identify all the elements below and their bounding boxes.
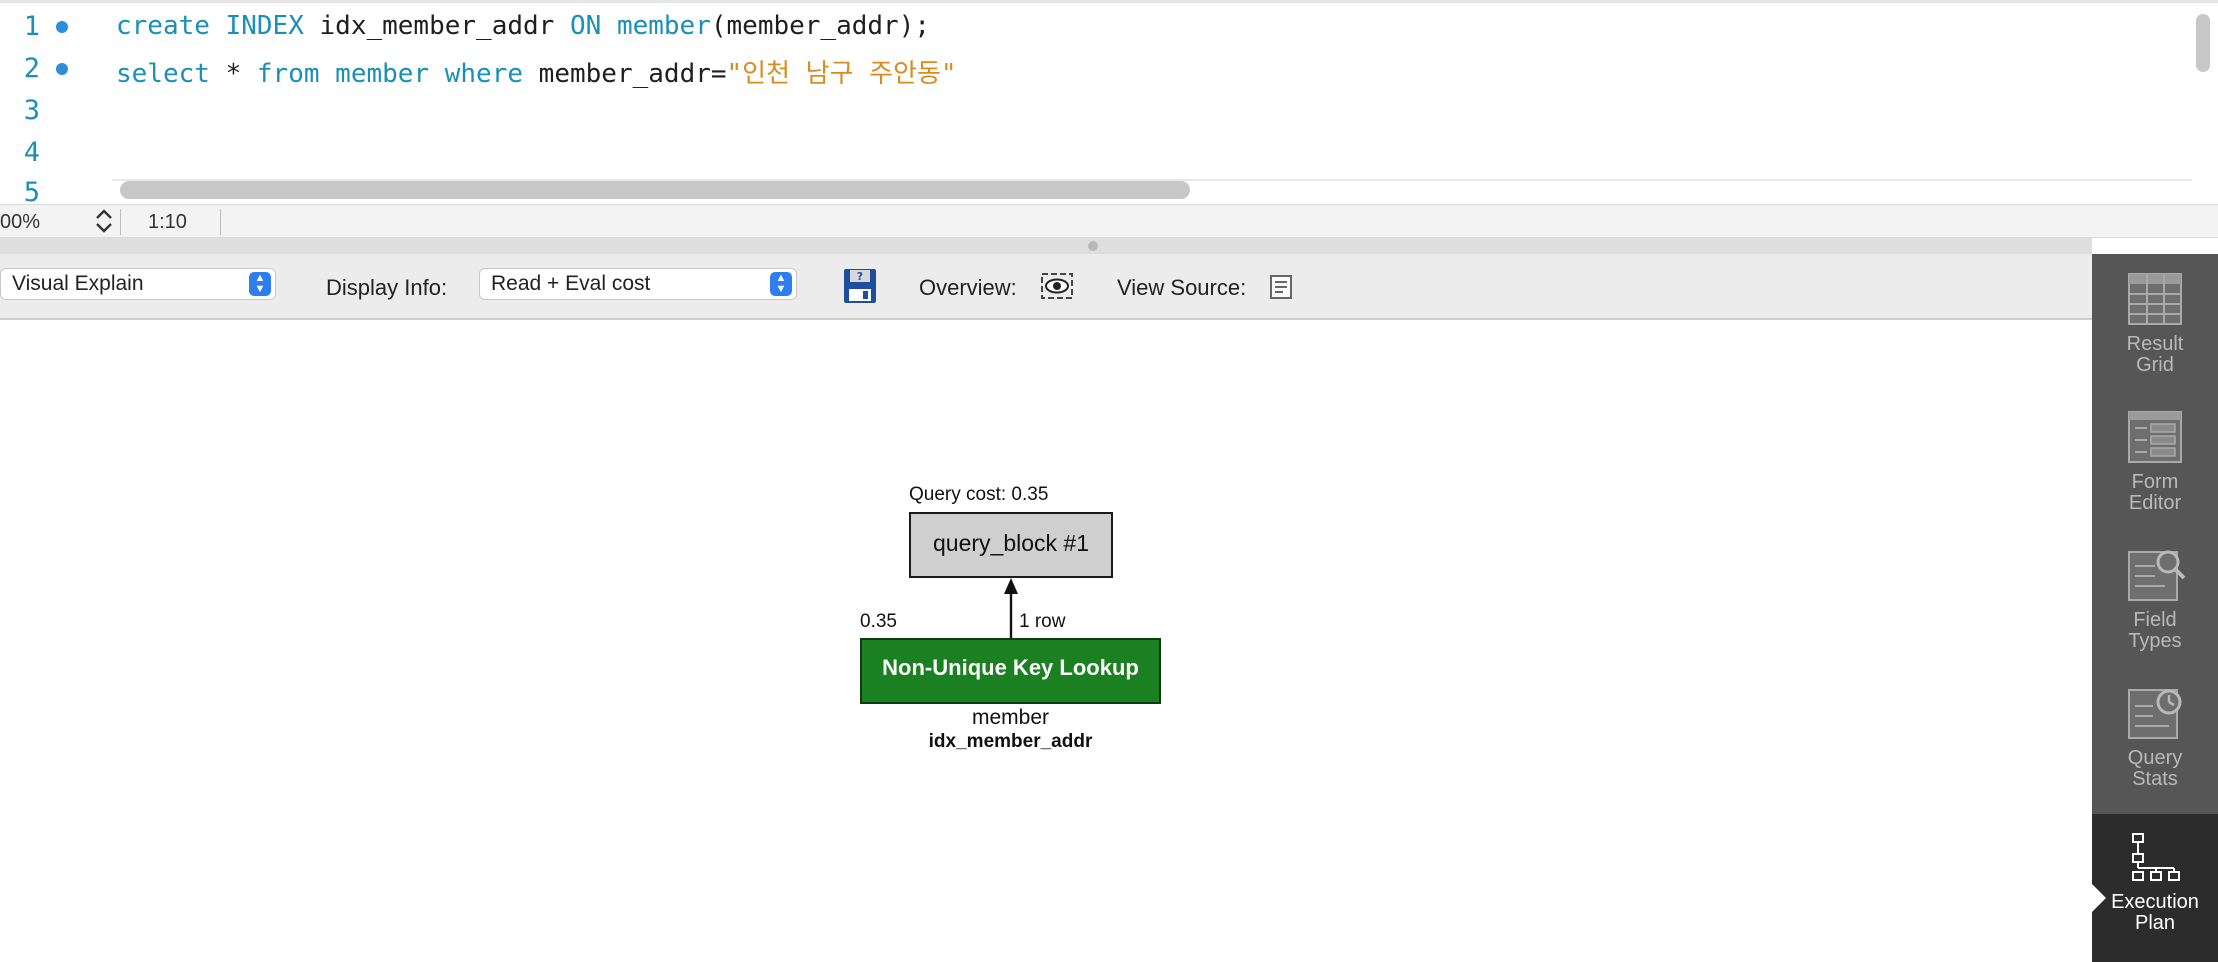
label-line: Types [2128, 630, 2182, 652]
label-line: Result [2126, 333, 2184, 355]
horizontal-scrollbar[interactable] [120, 181, 1190, 199]
statement-marker-icon[interactable] [56, 21, 68, 33]
query-block-node[interactable]: query_block #1 [909, 512, 1113, 578]
zoom-level: 00% [0, 211, 41, 233]
code-text [601, 11, 617, 41]
side-tab-execution-plan[interactable]: Execution Plan [2092, 814, 2218, 962]
explain-toolbar: Visual Explain ▲▼ Display Info: Read + E… [0, 254, 2092, 320]
editor-status-bar: 00% 1:10 [0, 204, 2218, 238]
side-tab-label: Form Editor [2092, 472, 2218, 514]
keyword: create [116, 11, 210, 41]
side-tab-label: Result Grid [2092, 334, 2218, 376]
code-line-1[interactable]: create INDEX idx_member_addr ON member(m… [116, 11, 930, 41]
keyword: INDEX [225, 11, 304, 41]
code-text [210, 11, 226, 41]
query-block-label: query_block #1 [933, 530, 1089, 556]
overview-label: Overview: [919, 275, 1017, 300]
label-line: Field [2133, 609, 2177, 631]
side-tab-form-editor[interactable]: Form Editor [2092, 392, 2218, 530]
panel-splitter[interactable] [0, 238, 2092, 254]
code-text [429, 59, 445, 89]
node-cost-label: 0.35 [860, 611, 897, 632]
side-tab-label: Query Stats [2092, 748, 2218, 790]
explain-mode-value: Visual Explain [12, 272, 144, 295]
keyword: member [335, 59, 430, 89]
line-number: 4 [23, 137, 40, 168]
line-number: 3 [23, 95, 40, 126]
keyword: ON [569, 11, 602, 41]
side-tab-query-stats[interactable]: Query Stats [2092, 668, 2218, 806]
label-line: Stats [2132, 768, 2178, 790]
svg-text:?: ? [857, 270, 863, 283]
label-line: Form [2131, 471, 2179, 493]
divider [220, 209, 221, 235]
explain-mode-select[interactable]: Visual Explain ▲▼ [0, 268, 276, 300]
display-info-select[interactable]: Read + Eval cost ▲▼ [479, 268, 797, 300]
result-grid-icon [2125, 268, 2185, 333]
keyword: from [256, 59, 320, 89]
code-text [320, 59, 336, 89]
index-name-label: idx_member_addr [928, 731, 1093, 752]
sql-editor[interactable]: 1 2 3 4 5 create INDEX idx_member_addr O… [0, 0, 2218, 208]
label-line: Plan [2134, 912, 2176, 934]
statement-marker-icon[interactable] [56, 63, 68, 75]
access-type-label: Non-Unique Key Lookup [882, 655, 1139, 680]
result-side-panel: Result Grid Form Editor [2092, 254, 2218, 962]
code-text: * [209, 59, 257, 89]
label-line: Query [2127, 747, 2183, 769]
save-icon[interactable]: ? [843, 268, 877, 309]
line-number: 2 [23, 53, 40, 84]
source-document-icon[interactable] [1269, 274, 1293, 305]
rows-label: 1 row [1019, 611, 1066, 632]
display-info-label: Display Info: [326, 275, 448, 300]
label-line: Grid [2136, 354, 2174, 376]
form-editor-icon [2125, 406, 2185, 471]
field-types-icon [2125, 544, 2187, 611]
side-tab-result-grid[interactable]: Result Grid [2092, 254, 2218, 392]
code-text: idx_member_addr [303, 11, 570, 41]
table-name-label: member [971, 706, 1050, 729]
label-line: Editor [2128, 492, 2182, 514]
side-tab-label: Execution Plan [2092, 892, 2218, 934]
non-unique-key-lookup-node[interactable]: Non-Unique Key Lookup [860, 638, 1161, 704]
horizontal-scroll-track [112, 179, 2192, 181]
keyword: member [616, 11, 711, 41]
flow-arrow [1004, 578, 1018, 638]
chevron-updown-icon: ▲▼ [770, 272, 792, 296]
side-tab-field-types[interactable]: Field Types [2092, 530, 2218, 668]
query-stats-icon [2125, 682, 2187, 749]
keyword: select [116, 59, 210, 89]
label-line: Execution [2111, 891, 2199, 913]
splitter-handle[interactable] [1088, 241, 1098, 251]
code-text: member_addr= [523, 59, 727, 89]
line-number: 5 [23, 177, 40, 208]
zoom-stepper-icon[interactable] [92, 207, 116, 235]
chevron-updown-icon: ▲▼ [249, 272, 271, 296]
display-info-value: Read + Eval cost [491, 272, 651, 295]
keyword: where [444, 59, 524, 89]
cursor-position: 1:10 [148, 211, 187, 233]
side-tab-label: Field Types [2092, 610, 2218, 652]
string-literal: "인천 남구 주안동" [726, 59, 957, 89]
editor-gutter: 1 2 3 4 5 [0, 3, 110, 208]
divider [120, 209, 121, 235]
view-source-label: View Source: [1117, 275, 1247, 300]
code-text: (member_addr); [710, 11, 931, 41]
vertical-scrollbar[interactable] [2196, 14, 2210, 72]
line-number: 1 [23, 11, 40, 42]
code-line-2[interactable]: select * from member where member_addr="… [116, 53, 957, 90]
eye-icon[interactable] [1040, 272, 1074, 305]
query-cost-label: Query cost: 0.35 [909, 484, 1049, 505]
execution-plan-icon [2127, 832, 2183, 887]
active-tab-indicator [2092, 884, 2106, 912]
